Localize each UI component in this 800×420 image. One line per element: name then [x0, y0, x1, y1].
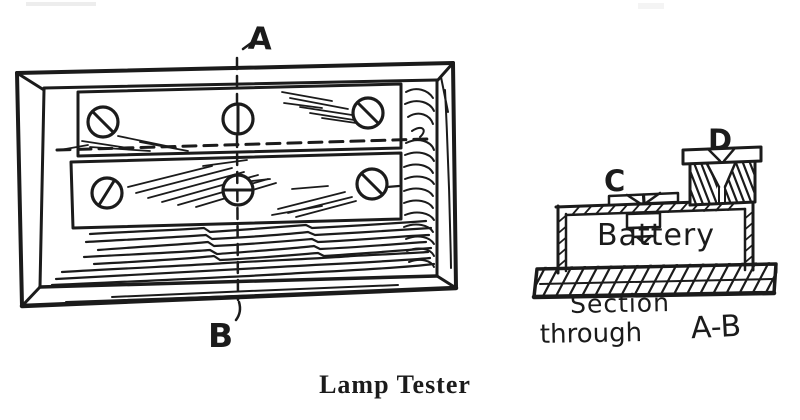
bottom-wood-grain	[50, 219, 436, 287]
section-caption-word1: Section	[569, 288, 671, 319]
nut-upper	[625, 211, 662, 230]
end-grain-squiggles	[403, 88, 435, 268]
wall-hatch-ticks	[557, 201, 754, 267]
screw-channel-mask	[705, 159, 737, 188]
battery-label: Battery	[596, 218, 716, 253]
base-board	[531, 262, 778, 300]
nut-lower	[631, 225, 657, 239]
screw-slot	[641, 193, 646, 205]
label-d: D	[708, 123, 733, 157]
board-front-view	[15, 39, 459, 322]
section-caption-word2: through	[539, 318, 643, 350]
label-a-leader	[241, 39, 256, 51]
section-view	[531, 145, 778, 300]
screw-top-right	[351, 96, 385, 130]
section-caption-word3: A-B	[689, 308, 742, 347]
scan-artifact-top-left	[26, 2, 96, 6]
screw-tip	[635, 234, 653, 245]
screw-bottom-left	[90, 176, 124, 210]
board-edge-grain	[65, 76, 452, 303]
screw-top-middle	[221, 102, 255, 136]
section-line	[55, 39, 430, 322]
hidden-edge-dashed-line	[55, 137, 430, 152]
section-line-lower	[235, 134, 240, 302]
binding-post-c	[607, 191, 680, 245]
lamp-socket-d	[681, 145, 763, 207]
label-c: C	[604, 164, 626, 198]
label-b: B	[208, 316, 234, 355]
label-b-leader	[234, 300, 242, 322]
screw-top-left	[86, 105, 120, 139]
screws	[86, 96, 401, 210]
figure-caption: Lamp Tester	[319, 370, 471, 399]
cap-countersink	[706, 147, 722, 163]
label-a: A	[247, 20, 273, 58]
scan-artifact-top-right	[638, 3, 664, 9]
countersunk-screw-head	[625, 193, 643, 206]
screw-bottom-right	[355, 167, 401, 201]
